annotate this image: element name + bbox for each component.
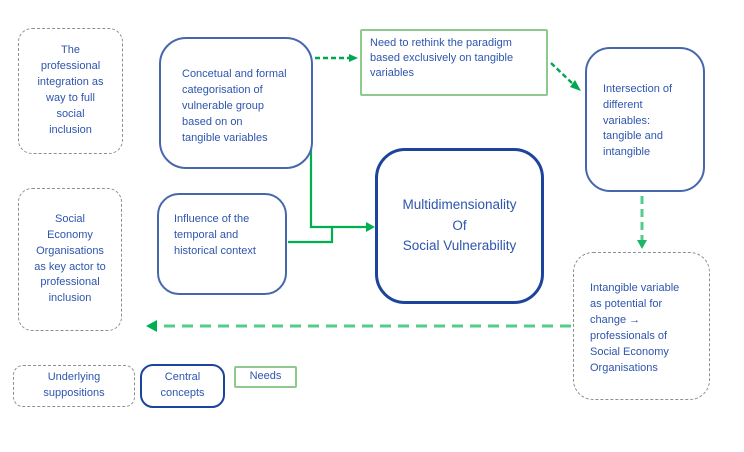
box-influence-context-text: Influence of the temporal and historical…	[174, 213, 256, 257]
box-professional-integration-text: The professional integration as way to f…	[37, 44, 104, 136]
box-conceptual-categorisation-text: Concetual and formal categorisation of v…	[182, 68, 287, 144]
box-conceptual-categorisation: Concetual and formal categorisation of v…	[159, 37, 313, 169]
arrowhead-need-icon	[349, 54, 358, 62]
box-intersection-variables-text: Intersection of different variables: tan…	[603, 82, 673, 159]
legend-central-concepts: Central concepts	[140, 364, 225, 408]
box-need-rethink-text: Need to rethink the paradigm based exclu…	[370, 37, 514, 80]
box-need-rethink: Need to rethink the paradigm based exclu…	[360, 29, 548, 96]
box-intersection-variables: Intersection of different variables: tan…	[585, 47, 705, 192]
connector-conceptual-to-central	[309, 148, 366, 229]
legend-underlying-suppositions-text: Underlying suppositions	[43, 371, 105, 399]
box-intangible-variable-text: Intangible variable as potential for cha…	[590, 282, 680, 374]
legend-central-concepts-text: Central concepts	[160, 371, 205, 399]
box-influence-context: Influence of the temporal and historical…	[157, 193, 287, 295]
box-professional-integration: The professional integration as way to f…	[18, 28, 123, 154]
box-social-economy-text: Social Economy Organisations as key acto…	[34, 212, 106, 305]
box-intangible-variable: Intangible variable as potential for cha…	[573, 252, 710, 400]
arrowhead-left-icon	[146, 320, 157, 332]
box-multidimensionality-text: Multidimensionality Of Social Vulnerabil…	[402, 196, 517, 254]
arrow-need-to-intersection	[550, 62, 574, 85]
arrowhead-intersection-icon	[570, 80, 581, 91]
box-social-economy: Social Economy Organisations as key acto…	[18, 188, 122, 331]
legend-needs-text: Needs	[249, 370, 282, 383]
legend-needs: Needs	[234, 366, 297, 388]
box-multidimensionality: Multidimensionality Of Social Vulnerabil…	[375, 148, 544, 304]
arrowhead-intangible-icon	[637, 240, 647, 249]
legend-underlying-suppositions: Underlying suppositions	[13, 365, 135, 407]
connector-influence-to-central	[288, 228, 334, 244]
arrowhead-central-icon	[366, 222, 375, 232]
